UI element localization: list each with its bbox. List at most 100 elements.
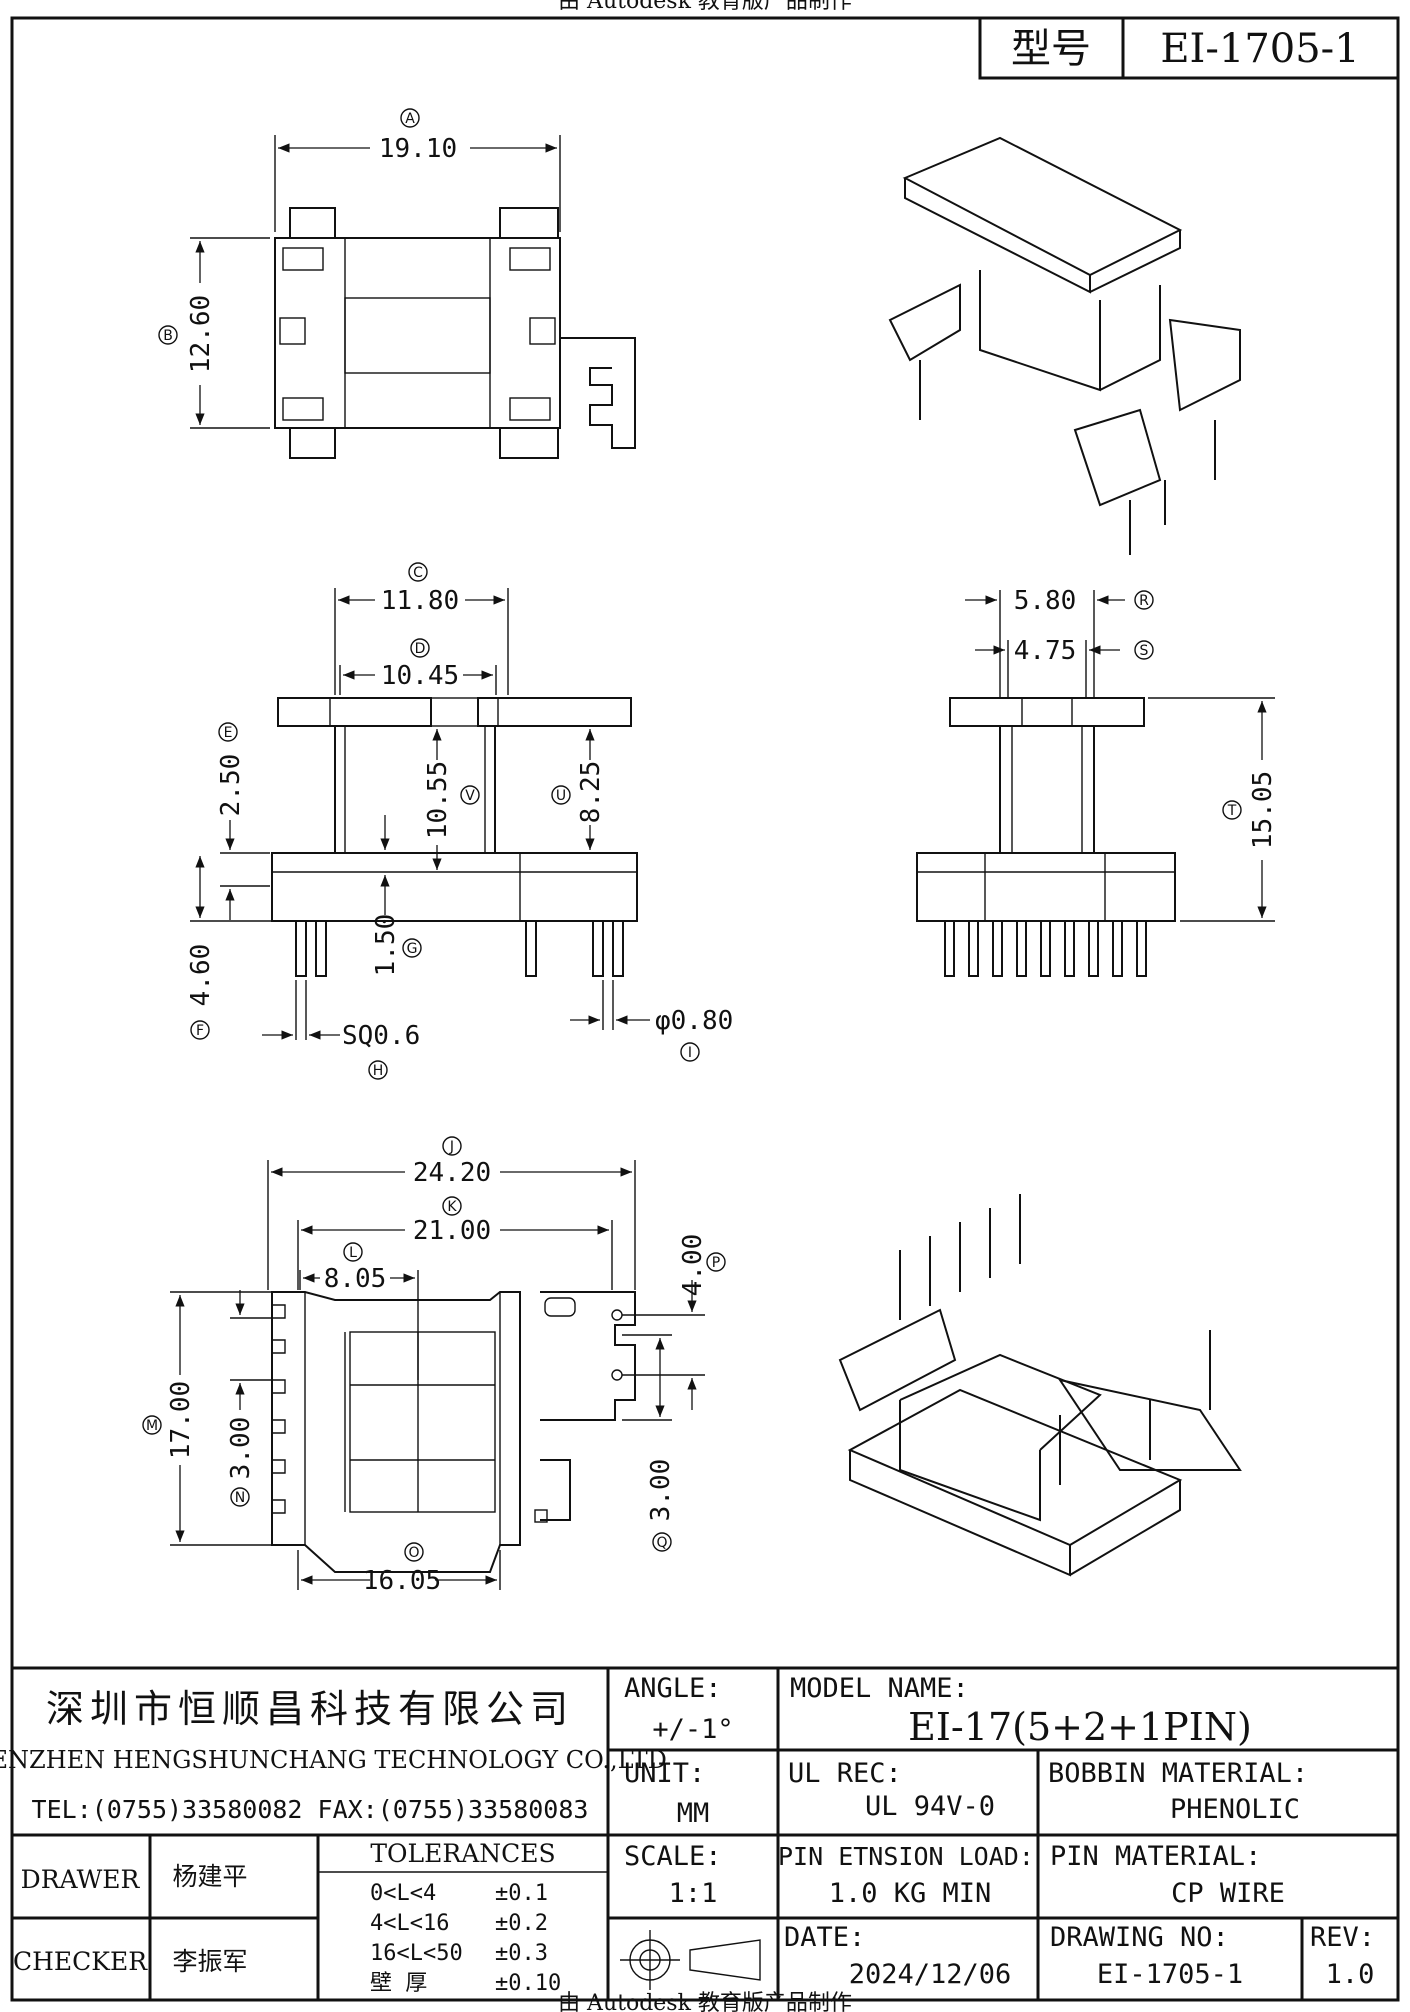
date-label: DATE: xyxy=(784,1922,865,1953)
dim-B: 12.60 B xyxy=(158,237,270,429)
dim-B-letter: B xyxy=(163,328,173,344)
iso-view-bottom xyxy=(838,1194,1242,1577)
dim-O: 16.05 O xyxy=(297,1542,501,1596)
pin-material-value: CP WIRE xyxy=(1171,1878,1285,1909)
dim-L-value: 8.05 xyxy=(324,1264,387,1294)
pin-load-value: 1.0 KG MIN xyxy=(829,1878,992,1909)
pin-load-label: PIN ETNSION LOAD: xyxy=(778,1842,1034,1871)
ul-value: UL 94V-0 xyxy=(865,1791,995,1822)
dim-G-letter: G xyxy=(407,941,418,957)
dim-T-value: 15.05 xyxy=(1248,771,1278,849)
dim-D-value: 10.45 xyxy=(381,661,459,691)
dim-G-value: 1.50 xyxy=(371,914,401,977)
dim-R-letter: R xyxy=(1139,593,1149,609)
rev-value: 1.0 xyxy=(1326,1959,1375,1990)
model-name-label: MODEL NAME: xyxy=(790,1673,969,1704)
iso-view-top xyxy=(888,136,1241,555)
dim-B-value: 12.60 xyxy=(186,295,216,373)
tolerance-range-3: 16<L<50 xyxy=(370,1941,463,1966)
top-banner: 由 Autodesk 教育版产品制作 xyxy=(558,0,852,14)
checker-name: 李振军 xyxy=(172,1947,247,1976)
dim-Q: 3.00 Q xyxy=(622,1334,676,1552)
dim-S: 4.75 S xyxy=(975,636,1154,698)
model-name-value: EI-17(5+2+1PIN) xyxy=(908,1705,1252,1749)
company-cn: 深圳市恒顺昌科技有限公司 xyxy=(46,1687,574,1731)
dim-Q-letter: Q xyxy=(656,1535,667,1551)
dim-A-letter: A xyxy=(405,111,415,127)
dim-H-letter: H xyxy=(373,1063,384,1079)
rev-label: REV: xyxy=(1310,1922,1375,1953)
dim-M-value: 17.00 xyxy=(166,1381,196,1459)
pin-material-label: PIN MATERIAL: xyxy=(1050,1841,1261,1872)
dim-O-letter: O xyxy=(408,1545,419,1561)
dim-P-value: 4.00 xyxy=(678,1234,708,1297)
angle-label: ANGLE: xyxy=(624,1673,722,1704)
dim-S-value: 4.75 xyxy=(1014,636,1077,666)
bobbin-value: PHENOLIC xyxy=(1170,1794,1300,1825)
dim-C: 11.80 C xyxy=(334,562,509,695)
dim-I-value: φ0.80 xyxy=(655,1006,733,1036)
dim-J-value: 24.20 xyxy=(413,1158,491,1188)
dim-H: SQ0.6 H xyxy=(262,980,420,1080)
drawer-label: DRAWER xyxy=(21,1865,141,1894)
unit-label: UNIT: xyxy=(624,1758,705,1789)
dim-E: 2.50 E xyxy=(216,722,270,920)
dim-H-value: SQ0.6 xyxy=(342,1021,420,1051)
bottom-view xyxy=(271,1291,636,1573)
contact-line: TEL:(0755)33580082 FAX:(0755)33580083 xyxy=(32,1795,589,1824)
dim-A: 19.10 A xyxy=(274,108,561,232)
unit-value: MM xyxy=(677,1798,710,1829)
dim-T-letter: T xyxy=(1227,803,1237,819)
dim-P: 4.00 P xyxy=(622,1234,726,1410)
dim-R: 5.80 R xyxy=(965,586,1154,698)
top-view xyxy=(274,207,636,459)
dim-D: 10.45 D xyxy=(339,638,497,695)
dim-I: φ0.80 I xyxy=(570,980,733,1062)
angle-value: +/-1° xyxy=(652,1714,733,1745)
title-block: 深圳市恒顺昌科技有限公司 SHENZHEN HENGSHUNCHANG TECH… xyxy=(0,1666,1398,2000)
dim-C-letter: C xyxy=(413,565,423,581)
dim-E-value: 2.50 xyxy=(216,754,246,817)
drawing-no-value: EI-1705-1 xyxy=(1097,1959,1243,1990)
drawer-name: 杨建平 xyxy=(172,1862,247,1891)
model-value: EI-1705-1 xyxy=(1160,26,1359,72)
dim-M: 17.00 M xyxy=(142,1291,272,1546)
dim-M-letter: M xyxy=(146,1418,158,1434)
dim-O-value: 16.05 xyxy=(363,1566,441,1596)
tolerance-range-4: 壁 厚 xyxy=(370,1971,427,1996)
dim-R-value: 5.80 xyxy=(1014,586,1077,616)
front-view xyxy=(271,697,638,977)
projection-symbol-icon xyxy=(620,1930,761,1990)
dim-F-letter: F xyxy=(196,1023,204,1039)
header-model-box: 型号 EI-1705-1 xyxy=(978,18,1398,80)
dim-L-letter: L xyxy=(349,1245,357,1261)
dim-K: 21.00 K xyxy=(297,1196,613,1290)
dim-J: 24.20 J xyxy=(267,1136,636,1290)
dim-Q-value: 3.00 xyxy=(646,1459,676,1522)
dim-I-letter: I xyxy=(688,1045,692,1061)
scale-value: 1:1 xyxy=(669,1878,718,1909)
dim-U-value: 8.25 xyxy=(576,761,606,824)
dim-U: 8.25 U xyxy=(551,725,606,854)
dim-U-letter: U xyxy=(556,788,566,804)
tolerance-value-4: ±0.10 xyxy=(495,1971,561,1996)
date-value: 2024/12/06 xyxy=(849,1959,1012,1990)
bobbin-label: BOBBIN MATERIAL: xyxy=(1048,1758,1308,1789)
dim-S-letter: S xyxy=(1140,643,1149,659)
dim-P-letter: P xyxy=(712,1255,720,1271)
tolerance-value-3: ±0.3 xyxy=(495,1941,548,1966)
dim-E-letter: E xyxy=(224,725,233,741)
dim-V-letter: V xyxy=(465,788,475,804)
tolerances-label: TOLERANCES xyxy=(370,1839,555,1868)
dim-N-value: 3.00 xyxy=(226,1417,256,1480)
scale-label: SCALE: xyxy=(624,1841,722,1872)
tolerance-value-1: ±0.1 xyxy=(495,1881,548,1906)
sheet-border xyxy=(10,16,1400,2002)
company-en: SHENZHEN HENGSHUNCHANG TECHNOLOGY CO.,LT… xyxy=(0,1746,667,1774)
dim-L: 8.05 L xyxy=(299,1242,419,1380)
dim-N: 3.00 N xyxy=(226,1290,272,1507)
dim-C-value: 11.80 xyxy=(381,586,459,616)
dim-A-value: 19.10 xyxy=(379,134,457,164)
dim-K-value: 21.00 xyxy=(413,1216,491,1246)
dim-D-letter: D xyxy=(415,641,426,657)
